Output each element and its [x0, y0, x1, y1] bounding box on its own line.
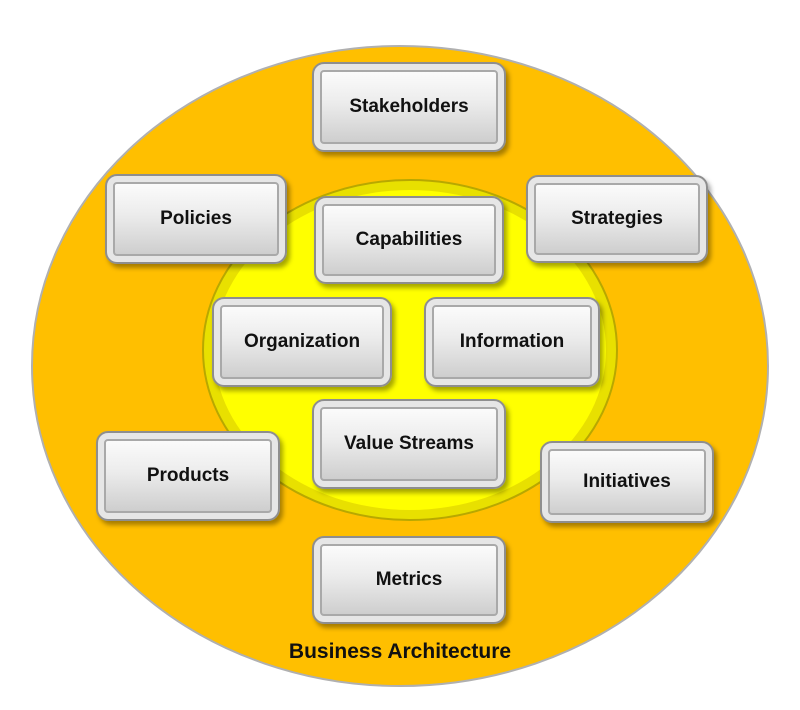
products-box: Products [96, 431, 280, 521]
initiatives-label: Initiatives [583, 471, 671, 492]
policies-label: Policies [160, 208, 232, 229]
capabilities-box: Capabilities [314, 196, 504, 284]
initiatives-box: Initiatives [540, 441, 714, 523]
products-label: Products [146, 465, 230, 486]
strategies-label: Strategies [571, 208, 663, 229]
capabilities-label: Capabilities [355, 229, 463, 250]
diagram-caption: Business Architecture [288, 640, 512, 663]
information-label: Information [459, 331, 565, 352]
organization-label: Organization [243, 331, 361, 352]
value-streams-box: Value Streams [312, 399, 506, 489]
organization-box: Organization [212, 297, 392, 387]
value-streams-label: Value Streams [344, 433, 474, 454]
metrics-label: Metrics [375, 569, 443, 590]
stakeholders-box: Stakeholders [312, 62, 506, 152]
policies-box: Policies [105, 174, 287, 264]
strategies-box: Strategies [526, 175, 708, 263]
stakeholders-label: Stakeholders [349, 96, 469, 117]
metrics-box: Metrics [312, 536, 506, 624]
information-box: Information [424, 297, 600, 387]
